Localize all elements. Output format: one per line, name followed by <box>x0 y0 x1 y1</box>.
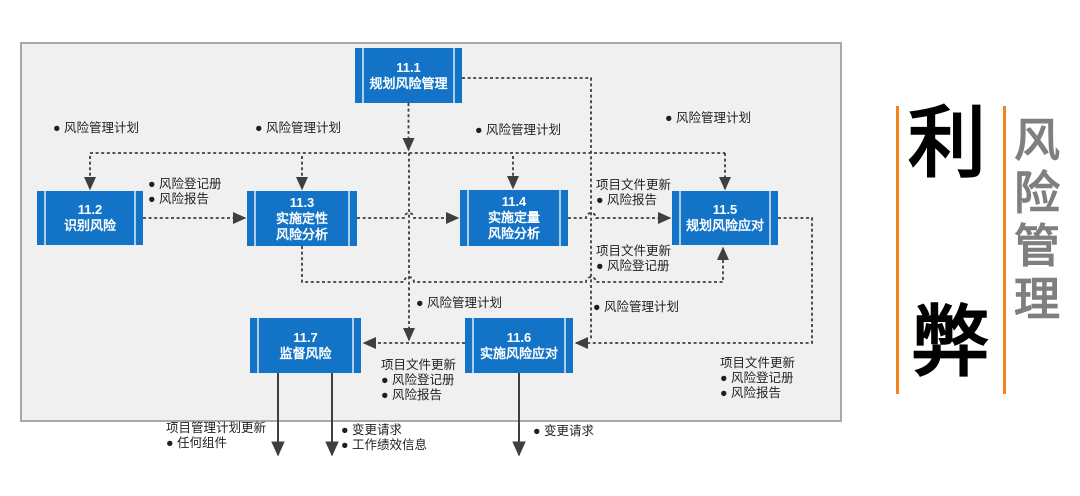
process-name: 风险分析 <box>275 226 328 242</box>
process-box-11-5: 11.5 规划风险应对 <box>672 191 778 245</box>
flow-label: 项目文件更新 ● 风险报告 <box>596 178 672 207</box>
flow-label: 项目管理计划更新 ● 任何组件 <box>166 421 267 450</box>
process-name: 识别风险 <box>63 218 116 233</box>
process-id: 11.3 <box>289 194 315 210</box>
flow-label: ● 风险管理计划 <box>53 121 140 135</box>
vertical-title-char: 管 <box>1014 220 1060 272</box>
vertical-title-char: 理 <box>1014 273 1060 325</box>
process-name: 实施定性 <box>275 210 328 226</box>
flow-label: ● 变更请求 <box>533 424 595 438</box>
flow-label: ● 风险登记册 ● 风险报告 <box>148 177 222 206</box>
pros-character: 利 <box>908 99 987 187</box>
process-box-11-2: 11.2 识别风险 <box>37 191 143 245</box>
process-name: 实施定量 <box>487 210 540 225</box>
process-box-11-4: 11.4 实施定量 风险分析 <box>460 190 568 246</box>
process-box-11-6: 11.6 实施风险应对 <box>465 318 573 373</box>
flow-label: 项目文件更新 ● 风险登记册 ● 风险报告 <box>381 358 457 402</box>
flow-label: ● 风险管理计划 <box>665 111 752 125</box>
process-box-11-1: 11.1 规划风险管理 <box>355 48 462 103</box>
process-id: 11.1 <box>396 59 421 75</box>
flow-label: ● 变更请求 ● 工作绩效信息 <box>341 423 428 452</box>
vertical-title: 风 险 管 理 <box>1014 114 1060 326</box>
process-id: 11.7 <box>293 329 318 345</box>
process-name: 监督风险 <box>279 345 332 361</box>
cons-character: 弊 <box>911 298 990 386</box>
vertical-title-char: 风 <box>1014 114 1060 166</box>
process-name: 实施风险应对 <box>479 345 558 361</box>
process-box-11-3: 11.3 实施定性 风险分析 <box>247 191 357 246</box>
flow-label: 项目文件更新 ● 风险登记册 ● 风险报告 <box>720 356 796 400</box>
flow-label: ● 风险管理计划 <box>593 300 680 314</box>
process-id: 11.4 <box>501 194 527 209</box>
process-name: 风险分析 <box>487 226 540 241</box>
process-name: 规划风险应对 <box>685 218 764 233</box>
accent-bar-left <box>896 106 899 394</box>
process-id: 11.5 <box>712 202 738 217</box>
process-id: 11.2 <box>77 202 103 217</box>
flow-label: ● 风险管理计划 <box>255 121 342 135</box>
process-box-11-7: 11.7 监督风险 <box>250 318 361 373</box>
vertical-title-char: 险 <box>1014 167 1060 219</box>
flow-label: ● 风险管理计划 <box>416 296 503 310</box>
flow-label: 项目文件更新 ● 风险登记册 <box>596 244 672 273</box>
accent-bar-right <box>1003 106 1006 394</box>
process-id: 11.6 <box>506 329 532 345</box>
process-name: 规划风险管理 <box>369 75 448 91</box>
flow-label: ● 风险管理计划 <box>475 123 562 137</box>
